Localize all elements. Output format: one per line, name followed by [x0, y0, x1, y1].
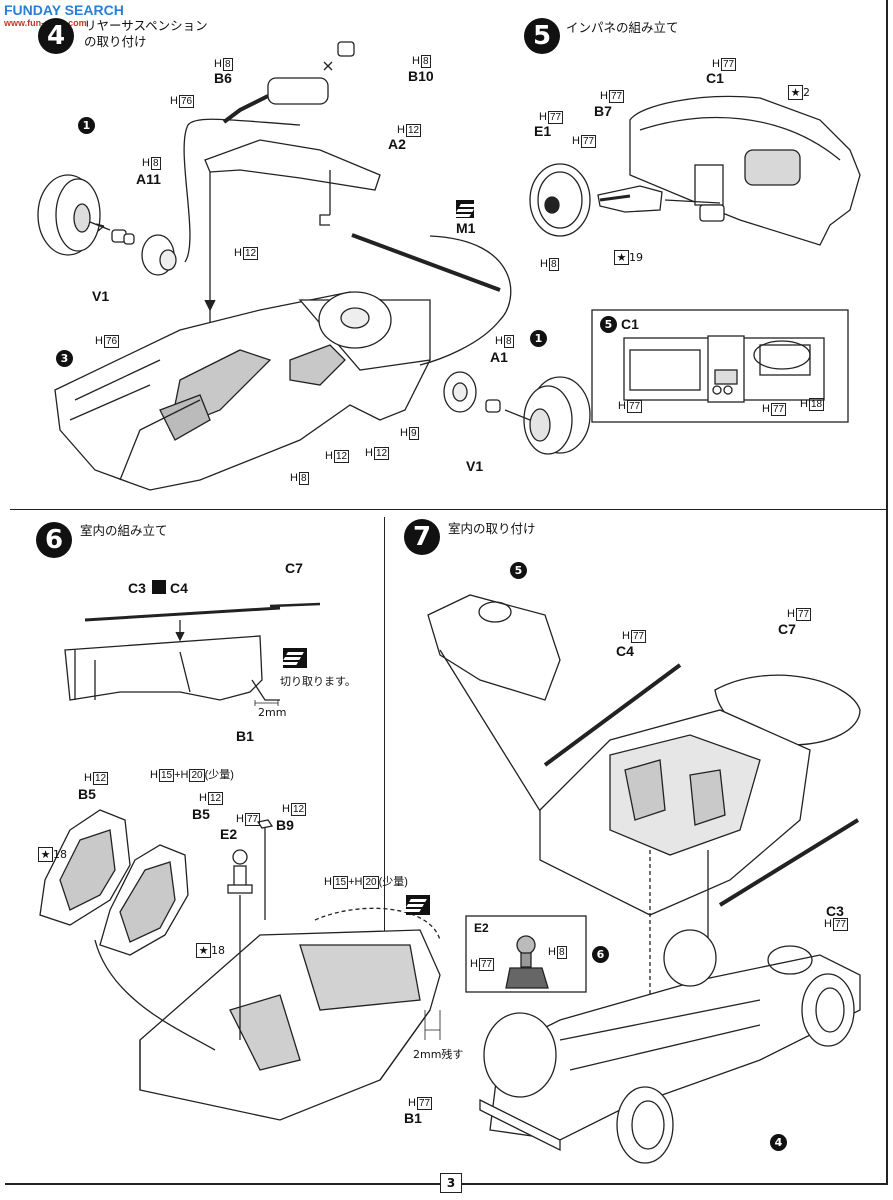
- step-4-title-line2: の取り付け: [84, 34, 147, 49]
- part-m1: M1: [456, 220, 476, 236]
- step-4-title-line1: リヤーサスペンション: [84, 18, 208, 33]
- part-c3-s6: C3: [128, 580, 146, 596]
- part-a2: A2: [388, 136, 406, 152]
- e2-inset-label: E2: [474, 921, 489, 935]
- step-6-title: 室内の組み立て: [80, 523, 168, 538]
- part-a11: A11: [136, 171, 161, 187]
- part-c1: C1: [706, 70, 724, 86]
- cut-icon-tub: [406, 895, 430, 915]
- part-b7: B7: [594, 103, 612, 119]
- part-c7-s7: C7: [778, 621, 796, 637]
- step-7-number: 7: [404, 519, 440, 555]
- marker-1-left: 1: [78, 117, 95, 134]
- inset-part-c1: C1: [621, 316, 639, 332]
- part-e1: E1: [534, 123, 552, 139]
- step-7-title: 室内の取り付け: [448, 521, 536, 536]
- step-6-number: 6: [36, 522, 72, 558]
- color-star-18a: ★18: [38, 847, 67, 862]
- step-5-title: インパネの組み立て: [566, 20, 679, 35]
- part-v1-left: V1: [92, 288, 110, 304]
- part-c7-s6: C7: [285, 560, 303, 576]
- part-e2: E2: [220, 826, 238, 842]
- part-b1-s6: B1: [404, 1110, 422, 1126]
- page-number: 3: [440, 1173, 462, 1193]
- part-a1: A1: [490, 349, 508, 365]
- marker-6-s7: 6: [592, 946, 609, 963]
- cut-mm: 2mm: [258, 706, 287, 719]
- section-divider-horizontal: [10, 509, 886, 511]
- part-c3-s7: C3: [826, 903, 844, 919]
- leave-2mm-note: 2mm残す: [413, 1048, 464, 1061]
- section-divider-vertical: [384, 517, 385, 937]
- part-b1-s6-top: B1: [236, 728, 254, 744]
- step-5-number: 5: [524, 18, 560, 54]
- part-b10: B10: [408, 68, 434, 84]
- marker-3: 3: [56, 350, 73, 367]
- part-b5-b: B5: [192, 806, 210, 822]
- marker-4-s7: 4: [770, 1134, 787, 1151]
- marker-1-right: 1: [530, 330, 547, 347]
- inset-marker-5: 5: [600, 316, 617, 333]
- plus-marker-c3c4: [152, 580, 166, 594]
- frame-top-right: [886, 0, 888, 1185]
- part-c4-s6: C4: [170, 580, 188, 596]
- marker-5-s7: 5: [510, 562, 527, 579]
- part-b5-a: B5: [78, 786, 96, 802]
- color-star-18b: ★18: [196, 943, 225, 958]
- part-c4-s7: C4: [616, 643, 634, 659]
- cut-icon-s6: [283, 648, 307, 668]
- decal-icon-m1: [456, 200, 474, 218]
- color-star-2: ★2: [788, 85, 810, 100]
- cut-note: 切り取ります。: [280, 675, 356, 688]
- part-b6: B6: [214, 70, 232, 86]
- step-4-number: 4: [38, 18, 74, 54]
- color-star-19: ★19: [614, 250, 643, 265]
- part-b9: B9: [276, 817, 294, 833]
- part-v1-right: V1: [466, 458, 484, 474]
